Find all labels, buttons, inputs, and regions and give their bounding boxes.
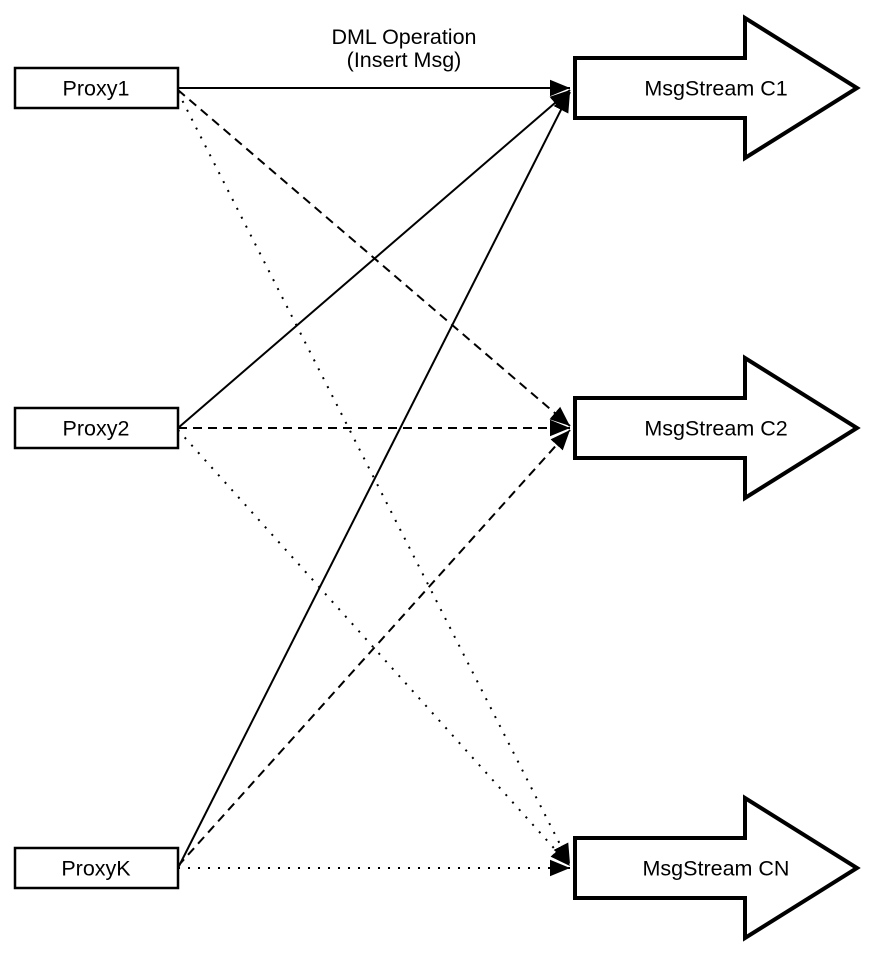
proxyk-box [13,846,180,890]
edge-proxyk-to-msgstream-c2 [177,429,571,867]
msgstream-c1-arrow [573,14,861,162]
proxy2-label: Proxy2 [63,417,130,441]
edge-annotation: DML Operation (Insert Msg) [332,25,477,72]
edge-proxy1-to-msgstream-cn [177,91,571,865]
msgstream-cn-label: MsgStream CN [643,857,790,881]
proxy1-label: Proxy1 [63,77,130,101]
proxy2-node: Proxy2 [13,406,180,450]
msgstream-c1-node: MsgStream C1 [573,14,861,162]
proxyk-node: ProxyK [13,846,180,890]
msgstream-cn-node: MsgStream CN [573,794,861,942]
msgstream-c2-label: MsgStream C2 [644,417,787,441]
edge-proxy1-to-msgstream-c2 [177,89,571,427]
proxyk-label: ProxyK [61,857,131,881]
edge-proxyk-to-msgstream-c1 [177,91,571,869]
msgstream-c1-label: MsgStream C1 [644,77,787,101]
msgstream-cn-arrow [573,794,861,942]
msgstream-c2-node: MsgStream C2 [573,354,861,502]
proxy1-box [13,66,180,110]
edges-layer [177,79,571,877]
msgstream-c2-arrow [573,354,861,502]
proxy2-box [13,406,180,450]
annotation-line1: DML Operation [332,25,477,49]
annotation-line2: (Insert Msg) [347,48,462,72]
proxy1-node: Proxy1 [13,66,180,110]
